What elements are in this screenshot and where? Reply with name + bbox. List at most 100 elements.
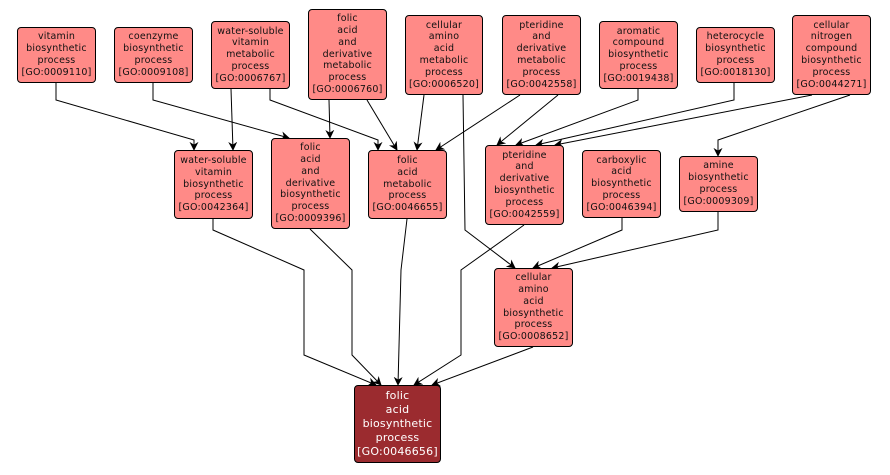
go-term-id: [GO:0046656] bbox=[357, 445, 438, 458]
go-term-id: [GO:0009309] bbox=[683, 195, 754, 207]
go-term-label-line: process bbox=[134, 55, 173, 66]
go-term-label-line: process bbox=[716, 55, 755, 66]
go-term-label-line: heterocycle bbox=[706, 31, 765, 43]
go-term-label-line: compound bbox=[805, 43, 858, 55]
edge-arrow bbox=[554, 94, 813, 148]
edge-arrow bbox=[462, 94, 516, 269]
go-term-label-line: acid bbox=[611, 166, 632, 178]
go-term-label-line: coenzyme bbox=[128, 31, 179, 43]
go-term-label-line: process bbox=[505, 196, 544, 208]
go-term-label-line: and bbox=[338, 36, 357, 48]
go-term-label-line: folic bbox=[337, 13, 358, 25]
go-term-id: [GO:0018130] bbox=[700, 66, 771, 78]
go-term-label-line: acid bbox=[523, 295, 544, 307]
go-term-label-line: process bbox=[812, 66, 851, 78]
go-term-label-line: cellular bbox=[813, 19, 850, 31]
edge-arrow bbox=[55, 83, 199, 151]
go-term-id: [GO:0009108] bbox=[118, 66, 189, 78]
edge-arrow bbox=[435, 94, 521, 151]
edge-arrow bbox=[212, 219, 377, 387]
go-term-id: [GO:0009396] bbox=[275, 212, 346, 224]
go-term-label-line: metabolic bbox=[383, 178, 432, 190]
go-term-label-line: acid bbox=[337, 25, 358, 36]
go-term-label-line: derivative bbox=[516, 43, 567, 55]
go-term-label-line: metabolic bbox=[323, 60, 372, 72]
edge-arrow bbox=[228, 88, 238, 151]
go-term-label-line: acid bbox=[385, 403, 410, 416]
go-term-id: [GO:0042364] bbox=[178, 202, 249, 214]
go-term-label-line: and bbox=[532, 31, 551, 43]
go-term-id: [GO:0046394] bbox=[586, 201, 657, 213]
go-term-label-line: process bbox=[231, 60, 270, 72]
go-term-label-line: process bbox=[699, 184, 738, 195]
go-term-label-line: folic bbox=[385, 389, 410, 402]
go-term-label-line: biosynthetic bbox=[123, 43, 184, 55]
go-term-label-line: biosynthetic bbox=[183, 178, 244, 190]
go-term-label-line: process bbox=[194, 190, 233, 202]
go-term-id: [GO:0019438] bbox=[603, 72, 674, 84]
go-term-id: [GO:0046655] bbox=[372, 202, 443, 214]
go-term-label-line: process bbox=[619, 60, 658, 72]
go-term-label-line: nitrogen bbox=[810, 31, 853, 43]
go-term-id: [GO:0044271] bbox=[796, 78, 867, 90]
go-term-label-line: and bbox=[515, 161, 534, 173]
edge-arrow bbox=[515, 89, 639, 147]
go-term-label-line: biosynthetic bbox=[801, 55, 862, 66]
go-term-label-line: folic bbox=[300, 142, 321, 154]
go-term-label-line: folic bbox=[397, 155, 418, 166]
edge-arrow bbox=[152, 83, 290, 141]
edge-arrow bbox=[413, 94, 425, 151]
go-term-label-line: carboxylic bbox=[596, 154, 647, 166]
go-term-label-line: biosynthetic bbox=[688, 172, 749, 184]
edge-arrow bbox=[713, 94, 851, 157]
edge-arrow bbox=[309, 228, 382, 386]
edge-arrow bbox=[413, 224, 525, 386]
go-term-label-line: process bbox=[388, 190, 427, 202]
go-term-label-line: vitamin bbox=[37, 31, 76, 43]
go-term-label-line: cellular bbox=[425, 19, 463, 31]
go-term-label-line: vitamin bbox=[231, 37, 270, 49]
go-term-id: [GO:0006760] bbox=[312, 83, 383, 95]
go-term-label-line: biosynthetic bbox=[280, 189, 341, 201]
go-term-id: [GO:0006767] bbox=[215, 72, 286, 84]
go-term-label-line: metabolic bbox=[419, 55, 469, 66]
go-term-label-line: process bbox=[328, 72, 367, 84]
go-term-label-line: biosynthetic bbox=[591, 178, 652, 190]
go-term-label-line: cellular bbox=[515, 272, 552, 284]
go-term-label-line: metabolic bbox=[226, 49, 275, 61]
go-term-label-line: process bbox=[291, 201, 330, 213]
go-term-id: [GO:0042558] bbox=[506, 78, 577, 90]
go-term-label-line: pteridine bbox=[502, 149, 547, 161]
go-term-label-line: and bbox=[301, 165, 320, 177]
edge-arrow bbox=[496, 94, 559, 146]
go-term-label-line: biosynthetic bbox=[608, 49, 669, 61]
go-term-label-line: biosynthetic bbox=[362, 417, 433, 430]
go-term-label-line: process bbox=[522, 66, 561, 78]
edge-arrow bbox=[393, 218, 408, 386]
go-term-label-line: vitamin bbox=[194, 166, 233, 178]
go-term-label-line: acid bbox=[397, 166, 418, 178]
go-term-label-line: amino bbox=[428, 31, 460, 43]
go-term-label-line: biosynthetic bbox=[494, 185, 555, 196]
go-term-label-line: process bbox=[514, 319, 553, 331]
go-term-label-line: derivative bbox=[285, 177, 336, 189]
edge-arrow bbox=[535, 83, 735, 148]
